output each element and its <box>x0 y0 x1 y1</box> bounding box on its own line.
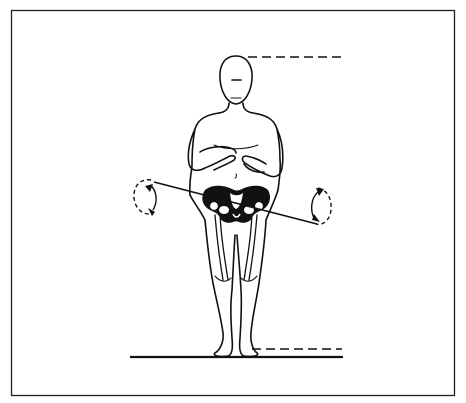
neck <box>219 103 229 113</box>
left-forearm <box>200 147 236 153</box>
pelvis-skeleton <box>202 186 270 223</box>
right-rotation-arrow <box>312 188 331 224</box>
left-rotation-arrow <box>134 180 156 216</box>
right-leg <box>237 220 266 356</box>
left-femur <box>215 213 228 280</box>
right-femur <box>244 213 257 280</box>
navel <box>235 174 236 178</box>
neck-right <box>243 103 253 113</box>
left-arm <box>188 129 235 170</box>
torso <box>190 113 281 195</box>
left-leg <box>205 220 235 356</box>
chest-line <box>214 145 258 149</box>
